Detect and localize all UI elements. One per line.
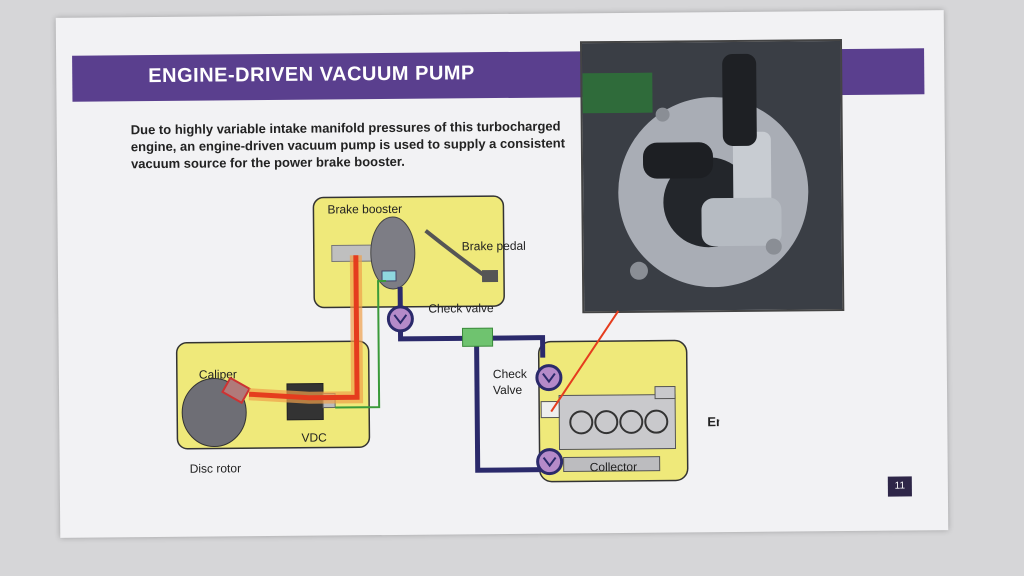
- check-valve-bottom: [536, 448, 564, 476]
- check-valve-mid-label-2: Valve: [493, 383, 523, 397]
- engine-cover: [654, 385, 676, 400]
- caliper-graphic: [221, 376, 251, 405]
- cylinder-3: [619, 409, 644, 434]
- vacuum-pump-photo-drawing: [581, 41, 843, 312]
- vdc-label: VDC: [301, 431, 327, 445]
- intro-text: Due to highly variable intake manifold p…: [130, 118, 566, 172]
- brake-booster-label: Brake booster: [327, 202, 402, 217]
- collector-graphic: [563, 456, 661, 472]
- check-valve-mid-arrow: [542, 372, 556, 384]
- check-valve-mid: [535, 364, 563, 392]
- check-valve-mid-label-1: Check: [493, 367, 528, 381]
- brake-pedal-pad: [481, 270, 499, 283]
- disc-rotor-label: Disc rotor: [190, 461, 241, 475]
- tee-fitting: [461, 327, 494, 347]
- cylinder-4: [644, 409, 669, 434]
- vacuum-pump-photo: [579, 39, 845, 314]
- cylinder-2: [594, 410, 619, 435]
- check-valve-top-label: Check valve: [428, 301, 494, 316]
- page-number: 11: [887, 476, 912, 497]
- slide-page: ENGINE-DRIVEN VACUUM PUMP Due to highly …: [55, 10, 949, 538]
- vacuum-system-diagram: Brake booster Brake pedal Caliper VDC Di…: [175, 195, 720, 483]
- caliper-label: Caliper: [199, 367, 237, 381]
- photo-pointer-line: [550, 310, 620, 413]
- brake-line: [248, 255, 360, 401]
- check-valve-top: [386, 305, 414, 333]
- check-valve-top-arrow: [393, 314, 408, 325]
- engine-label: Engine: [707, 414, 720, 429]
- collector-label: Collector: [590, 460, 637, 474]
- check-valve-bottom-arrow: [542, 456, 557, 468]
- slide-title: ENGINE-DRIVEN VACUUM PUMP: [148, 62, 475, 88]
- green-pressure-line: [335, 280, 387, 409]
- vacuum-line-left: [474, 338, 542, 473]
- cylinder-1: [569, 410, 594, 435]
- brake-pedal-label: Brake pedal: [462, 239, 526, 254]
- booster-port: [381, 270, 397, 282]
